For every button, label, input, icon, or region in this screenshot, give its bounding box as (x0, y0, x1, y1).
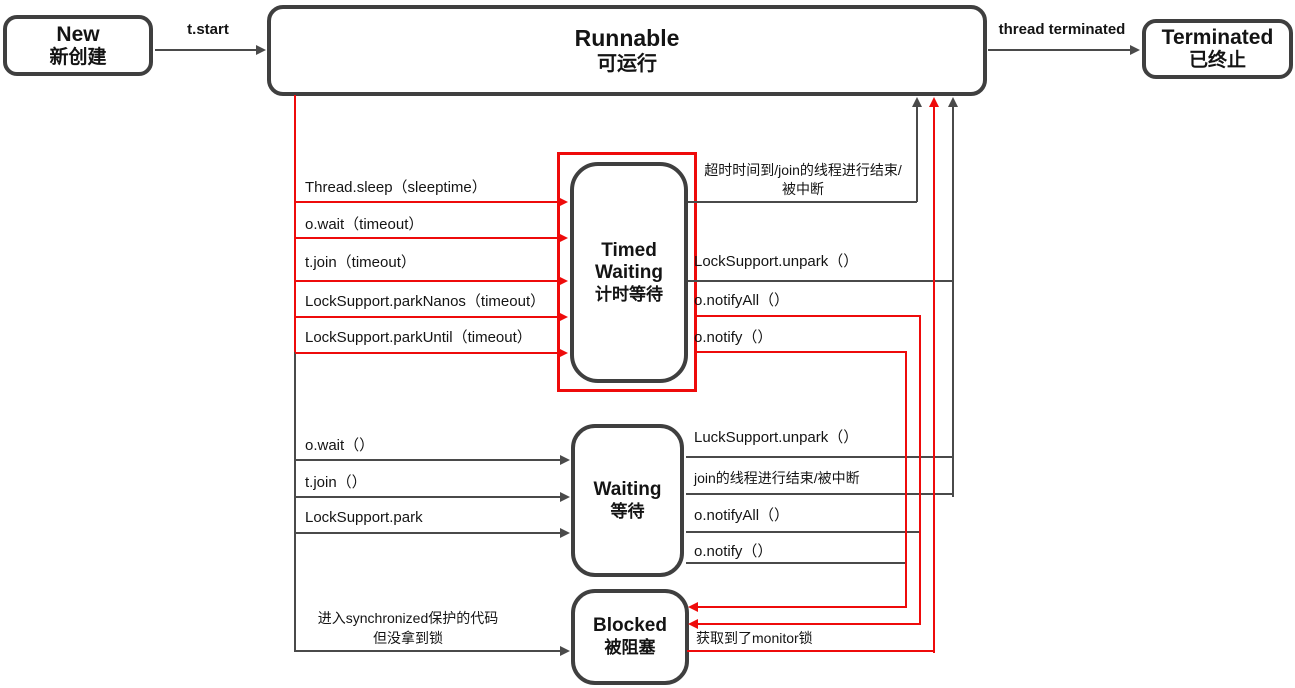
state-runnable-label-zh: 可运行 (597, 53, 657, 76)
label-timed-notifyall: o.notifyAll（） (694, 292, 790, 309)
label-tjoin-timeout: t.join（timeout） (305, 254, 416, 271)
state-timed-waiting-label-zh: 计时等待 (595, 285, 663, 305)
label-waiting-notifyall: o.notifyAll（） (694, 507, 790, 524)
state-waiting: Waiting 等待 (571, 424, 684, 577)
edge-timed-notifyall (696, 315, 921, 317)
arrowhead-owait-timeout (558, 233, 568, 243)
arrowhead-tjoin-timeout (558, 276, 568, 286)
arrowhead-park (560, 528, 570, 538)
label-lucksupport-unpark: LuckSupport.unpark（） (694, 429, 859, 446)
arrowhead-gray-return (948, 97, 958, 107)
edge-parkuntil (295, 352, 559, 354)
edge-gray-return-vertical (952, 105, 954, 497)
label-waiting-notify: o.notify（） (694, 543, 773, 560)
label-timed-timeout-2: 被中断 (782, 181, 824, 197)
label-timed-timeout-1: 超时时间到/join的线程进行结束/ (704, 162, 902, 178)
edge-waiting-notifyall (686, 531, 921, 533)
arrowhead-owait (560, 455, 570, 465)
arrowhead-parkuntil (558, 348, 568, 358)
edge-notify-vertical (905, 351, 907, 608)
label-enter-synchronized-2: 但没拿到锁 (373, 630, 443, 646)
label-timed-unpark: LockSupport.unpark（） (694, 253, 859, 270)
edge-park (295, 532, 561, 534)
edge-timed-timeout-up (916, 105, 918, 202)
state-timed-waiting-label: Timed Waiting (595, 239, 663, 284)
state-blocked-label: Blocked (593, 615, 667, 637)
edge-runnable-to-terminated (988, 49, 1132, 51)
label-got-monitor-lock: 获取到了monitor锁 (696, 630, 813, 646)
state-blocked-label-zh: 被阻塞 (604, 638, 656, 658)
label-tjoin: t.join（） (305, 474, 367, 491)
state-new: New 新创建 (3, 15, 153, 76)
label-locksupport-park: LockSupport.park (305, 509, 423, 526)
arrowhead-parknanos (558, 312, 568, 322)
state-waiting-label: Waiting (593, 478, 662, 500)
label-t-start: t.start (187, 21, 229, 38)
state-terminated: Terminated 已终止 (1142, 19, 1293, 79)
edge-timed-notify (696, 351, 907, 353)
arrowhead-notifyall-into-blocked (688, 619, 698, 629)
edge-owait-timeout (295, 237, 559, 239)
edge-new-to-runnable (155, 49, 258, 51)
state-terminated-label: Terminated (1161, 26, 1274, 49)
state-runnable-label: Runnable (574, 24, 680, 51)
edge-blocked-to-runnable-vertical (933, 105, 935, 653)
edge-trunk-left-gray (294, 352, 296, 652)
arrowhead-blocked-to-runnable (929, 97, 939, 107)
edge-enter-synchronized (295, 650, 561, 652)
timed-waiting-highlight-frame (557, 152, 697, 392)
arrowhead-enter-synchronized (560, 646, 570, 656)
label-owait: o.wait（） (305, 437, 375, 454)
arrowhead-runnable-to-terminated (1130, 45, 1140, 55)
edge-timed-timeout (688, 201, 917, 203)
edge-waiting-unpark (686, 456, 954, 458)
label-waiting-join-end: join的线程进行结束/被中断 (694, 470, 860, 486)
arrowhead-new-to-runnable (256, 45, 266, 55)
label-enter-synchronized-1: 进入synchronized保护的代码 (317, 610, 499, 626)
edge-tjoin (295, 496, 561, 498)
label-owait-timeout: o.wait（timeout） (305, 216, 424, 233)
edge-timed-unpark (688, 280, 954, 282)
edge-parknanos (295, 316, 559, 318)
arrowhead-sleep (558, 197, 568, 207)
edge-sleep (295, 201, 559, 203)
arrowhead-timed-timeout (912, 97, 922, 107)
label-thread-sleep: Thread.sleep（sleeptime） (305, 179, 487, 196)
edge-got-monitor-lock (687, 650, 935, 652)
label-parkuntil: LockSupport.parkUntil（timeout） (305, 329, 532, 346)
edge-tjoin-timeout (295, 280, 559, 282)
label-parknanos: LockSupport.parkNanos（timeout） (305, 293, 546, 310)
state-new-label-zh: 新创建 (49, 46, 107, 68)
state-runnable: Runnable 可运行 (267, 5, 987, 96)
state-blocked: Blocked 被阻塞 (571, 589, 689, 685)
edge-owait (295, 459, 561, 461)
label-timed-notify: o.notify（） (694, 329, 773, 346)
edge-notifyall-vertical (919, 315, 921, 625)
edge-waiting-notify (686, 562, 907, 564)
edge-waiting-join-end (686, 493, 954, 495)
state-new-label: New (56, 22, 100, 46)
edge-trunk-left-red (294, 95, 296, 354)
arrowhead-notify-into-blocked (688, 602, 698, 612)
state-terminated-label-zh: 已终止 (1188, 50, 1246, 72)
edge-notify-into-blocked (697, 606, 907, 608)
arrowhead-tjoin (560, 492, 570, 502)
state-timed-waiting: Timed Waiting 计时等待 (570, 162, 688, 383)
state-waiting-label-zh: 等待 (610, 501, 645, 521)
label-thread-terminated: thread terminated (998, 21, 1126, 38)
edge-notifyall-into-blocked (697, 623, 921, 625)
